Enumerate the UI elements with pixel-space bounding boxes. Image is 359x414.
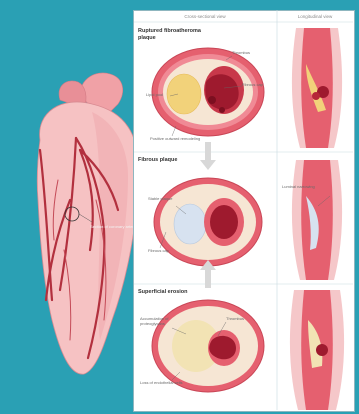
callout-positive-remodeling: Positive outward remodeling bbox=[150, 136, 204, 141]
callout-lipid-pool: Lipid pool bbox=[146, 92, 170, 97]
fibrous-longitudinal bbox=[292, 160, 342, 280]
erosion-longitudinal bbox=[290, 290, 344, 410]
section-title-fibrous: Fibrous plaque bbox=[138, 157, 218, 164]
callout-proteoglycans: Accumulation of proteoglycans bbox=[140, 316, 176, 326]
callout-fibrous-cap-2: Fibrous cap bbox=[148, 248, 174, 253]
callout-fibrous-cap-1: Fibrous cap bbox=[242, 82, 266, 87]
callout-endothelial-loss: Loss of endothelial cells bbox=[140, 380, 186, 385]
callout-luminal-narrowing: Luminal narrowing bbox=[282, 184, 322, 189]
callout-thrombus-2: Thrombus bbox=[226, 316, 256, 321]
callout-thrombus: Thrombus bbox=[232, 50, 262, 55]
section-title-ruptured: Ruptured fibroatheroma plaque bbox=[138, 28, 218, 41]
callout-stable-plaque: Stable plaque bbox=[148, 196, 178, 201]
arrow-down bbox=[200, 142, 216, 170]
erosion-cross-section bbox=[152, 300, 264, 392]
ruptured-longitudinal bbox=[292, 28, 342, 148]
section-title-erosion: Superficial erosion bbox=[138, 289, 218, 296]
